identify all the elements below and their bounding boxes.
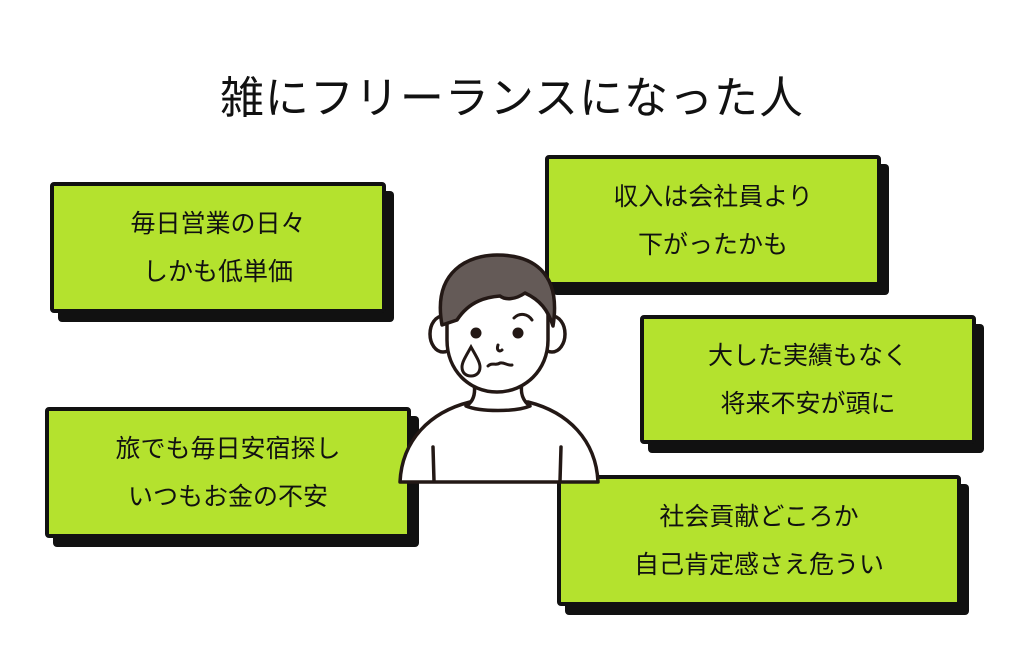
box-line: 社会貢献どころか xyxy=(659,501,859,531)
right-eye xyxy=(512,327,524,339)
box-line: 毎日営業の日々 xyxy=(130,208,306,238)
worry-box-travel: 旅でも毎日安宿探しいつもお金の不安 xyxy=(45,407,411,538)
box-line: 将来不安が頭に xyxy=(720,388,896,418)
worry-box-future: 大した実績もなく将来不安が頭に xyxy=(640,315,976,444)
page-title: 雑にフリーランスになった人 xyxy=(219,73,805,124)
tear-icon xyxy=(460,343,482,378)
box-line: しかも低単価 xyxy=(142,256,293,286)
eyebrow xyxy=(512,312,534,322)
worry-box-self-esteem: 社会貢献どころか自己肯定感さえ危うい xyxy=(557,475,961,606)
left-eye xyxy=(470,327,482,339)
nose xyxy=(496,343,504,353)
box-line: 自己肯定感さえ危うい xyxy=(633,549,884,579)
box-line: 大した実績もなく xyxy=(707,340,908,370)
box-line: 収入は会社員より xyxy=(613,181,813,211)
worry-box-sales: 毎日営業の日々しかも低単価 xyxy=(50,182,386,313)
shirt xyxy=(398,400,600,484)
box-line: 下がったかも xyxy=(637,229,788,259)
hair xyxy=(438,253,557,328)
box-line: いつもお金の不安 xyxy=(127,481,328,511)
box-line: 旅でも毎日安宿探し xyxy=(115,433,341,463)
worry-box-income: 収入は会社員より下がったかも xyxy=(545,155,881,286)
mouth xyxy=(486,361,514,368)
